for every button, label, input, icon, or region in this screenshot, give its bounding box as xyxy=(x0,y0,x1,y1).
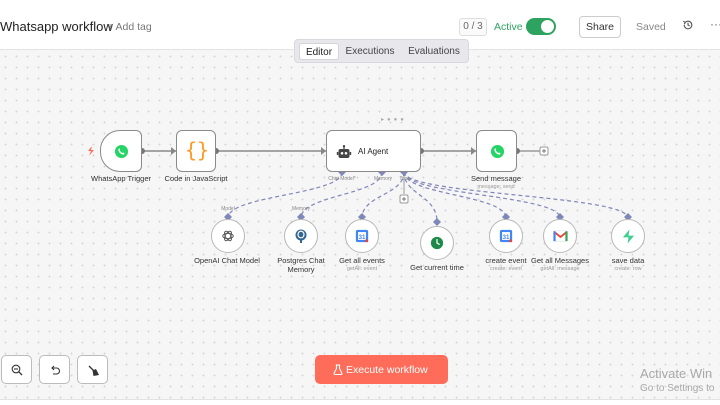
workflow-title[interactable]: Whatsapp workflow xyxy=(0,19,113,34)
node-hover-dots-icon: ▸●●● xyxy=(381,117,407,123)
svg-text:31: 31 xyxy=(359,234,366,241)
activation-watermark-title: Activate Win xyxy=(640,366,713,381)
share-button[interactable]: Share xyxy=(579,16,621,38)
port-memory-sub: Memory xyxy=(291,206,311,212)
node-ai-agent[interactable] xyxy=(326,130,421,172)
execute-workflow-button[interactable]: Execute workflow xyxy=(315,355,448,384)
supabase-icon xyxy=(622,229,635,244)
node-postgres-memory[interactable] xyxy=(284,219,318,253)
node-save-data-sub: create: row xyxy=(614,266,642,272)
broom-icon xyxy=(88,365,99,376)
trigger-bolt-icon xyxy=(88,146,94,156)
curly-braces-icon: {} xyxy=(185,138,210,162)
node-create-event[interactable]: 31 xyxy=(489,219,523,253)
node-code-js-label: Code in JavaScript xyxy=(164,174,228,183)
postgres-icon xyxy=(295,229,307,243)
node-openai-label: OpenAI Chat Model xyxy=(194,256,260,265)
flask-icon xyxy=(333,364,343,375)
node-send-message[interactable] xyxy=(476,130,517,172)
history-icon[interactable] xyxy=(682,19,694,31)
node-create-event-sub: create: event xyxy=(490,266,522,272)
node-openai-chat-model[interactable] xyxy=(211,219,245,253)
node-code-js[interactable]: {} xyxy=(176,130,216,172)
node-get-current-time-label: Get current time xyxy=(410,263,464,272)
google-calendar-icon: 31 xyxy=(355,229,369,243)
saved-status: Saved xyxy=(636,21,666,33)
more-options-icon[interactable]: ··· xyxy=(710,17,720,31)
activation-watermark-subtitle: Go to Settings to xyxy=(640,383,715,394)
tidy-up-button[interactable] xyxy=(77,355,108,384)
node-get-all-events[interactable]: 31 xyxy=(345,219,379,253)
view-tabs: Editor Executions Evaluations xyxy=(294,39,469,63)
node-get-all-events-label: Get all events xyxy=(339,256,385,265)
node-get-all-messages-sub: getAll: message xyxy=(540,266,580,272)
tab-executions[interactable]: Executions xyxy=(345,46,395,57)
active-toggle[interactable] xyxy=(526,18,556,35)
node-whatsapp-trigger-label: WhatsApp Trigger xyxy=(90,174,152,183)
node-whatsapp-trigger[interactable] xyxy=(100,130,142,172)
openai-icon xyxy=(222,230,234,242)
node-get-current-time[interactable] xyxy=(420,226,454,260)
svg-text:31: 31 xyxy=(503,234,510,241)
zoom-out-button[interactable] xyxy=(1,355,32,384)
add-tag-button[interactable]: + Add tag xyxy=(107,21,152,33)
execute-workflow-label: Execute workflow xyxy=(346,364,428,376)
node-send-message-label: Send message xyxy=(470,174,522,183)
node-send-message-sub: message: send xyxy=(477,184,515,190)
node-create-event-label: create event xyxy=(485,256,527,265)
whatsapp-icon xyxy=(114,144,129,159)
toggle-knob xyxy=(541,20,554,33)
node-postgres-label-1: Postgres Chat xyxy=(277,256,325,265)
gmail-icon xyxy=(553,230,568,242)
clock-icon xyxy=(430,236,444,250)
google-calendar-icon: 31 xyxy=(499,229,513,243)
zoom-out-icon xyxy=(11,364,23,376)
node-get-all-messages[interactable] xyxy=(543,219,577,253)
port-chat-model: Chat Model* xyxy=(328,176,356,182)
node-get-all-messages-label: Get all Messages xyxy=(531,256,589,265)
node-postgres-label-2: Memory xyxy=(287,265,315,274)
port-memory: Memory xyxy=(373,176,393,182)
bottom-border xyxy=(0,399,720,405)
node-save-data[interactable] xyxy=(611,219,645,253)
whatsapp-icon xyxy=(490,144,505,159)
node-get-all-events-sub: getAll: event xyxy=(346,266,378,272)
tab-editor[interactable]: Editor xyxy=(299,43,339,60)
undo-button[interactable] xyxy=(39,355,70,384)
node-save-data-label: save data xyxy=(611,256,645,265)
port-tool: Tool xyxy=(399,176,409,182)
active-label: Active xyxy=(494,21,523,33)
node-ai-agent-label: AI Agent xyxy=(358,147,389,156)
evaluation-counter: 0 / 3 xyxy=(459,18,487,36)
robot-icon xyxy=(336,145,352,158)
tab-evaluations[interactable]: Evaluations xyxy=(408,46,460,57)
undo-icon xyxy=(51,365,60,375)
port-model: Model xyxy=(221,206,235,212)
